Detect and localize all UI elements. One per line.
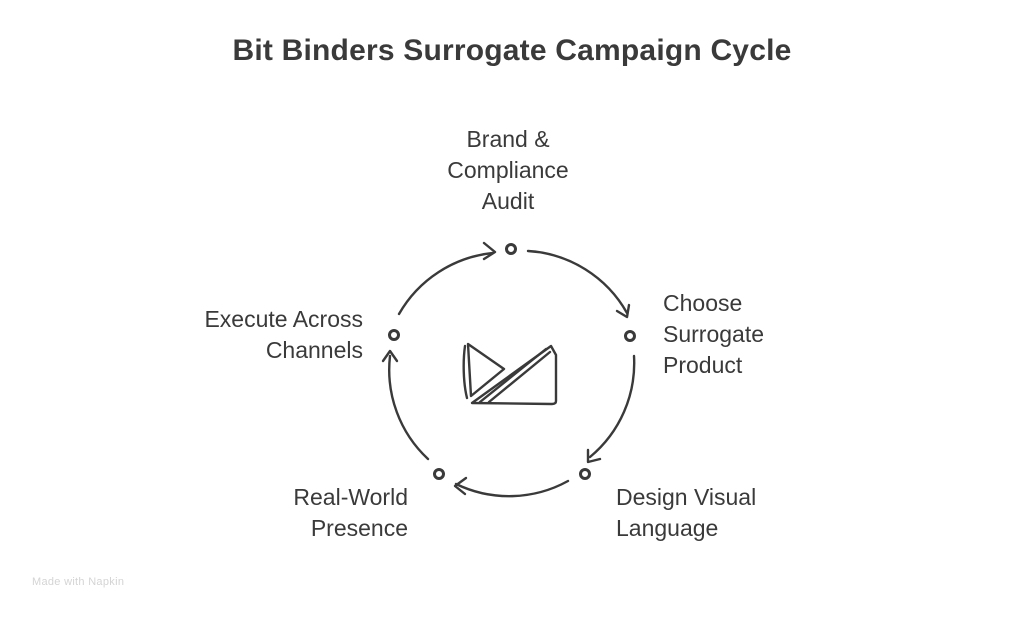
cycle-arc-1 — [526, 249, 629, 315]
stage-node-5 — [388, 329, 400, 341]
cycle-arc-4 — [388, 354, 430, 461]
cycle-arc-2 — [588, 354, 636, 459]
stage-node-3 — [579, 468, 591, 480]
stage-label-real-world-presence: Real-World Presence — [293, 484, 408, 541]
stage-node-4 — [433, 468, 445, 480]
arrowhead-icon — [586, 448, 602, 464]
arrowhead-icon — [381, 349, 399, 363]
bit-binders-logo-icon — [462, 342, 558, 406]
cycle-arc-5 — [397, 251, 495, 316]
stage-label-design-visual-language: Design Visual Language — [616, 484, 757, 541]
stage-label-brand-compliance-audit: Brand & Compliance Audit — [447, 126, 569, 214]
arrowhead-icon — [482, 241, 497, 261]
arrowhead-icon — [453, 476, 468, 496]
stage-label-execute-across-channels: Execute Across Channels — [204, 306, 363, 363]
diagram-title: Bit Binders Surrogate Campaign Cycle — [232, 34, 792, 67]
stage-label-choose-surrogate-product: Choose Surrogate Product — [663, 290, 765, 378]
watermark: Made with Napkin — [32, 576, 125, 588]
arrowhead-icon — [615, 303, 631, 319]
stage-node-2 — [624, 330, 636, 342]
cycle-arc-3 — [454, 479, 570, 498]
stage-node-1 — [505, 243, 517, 255]
